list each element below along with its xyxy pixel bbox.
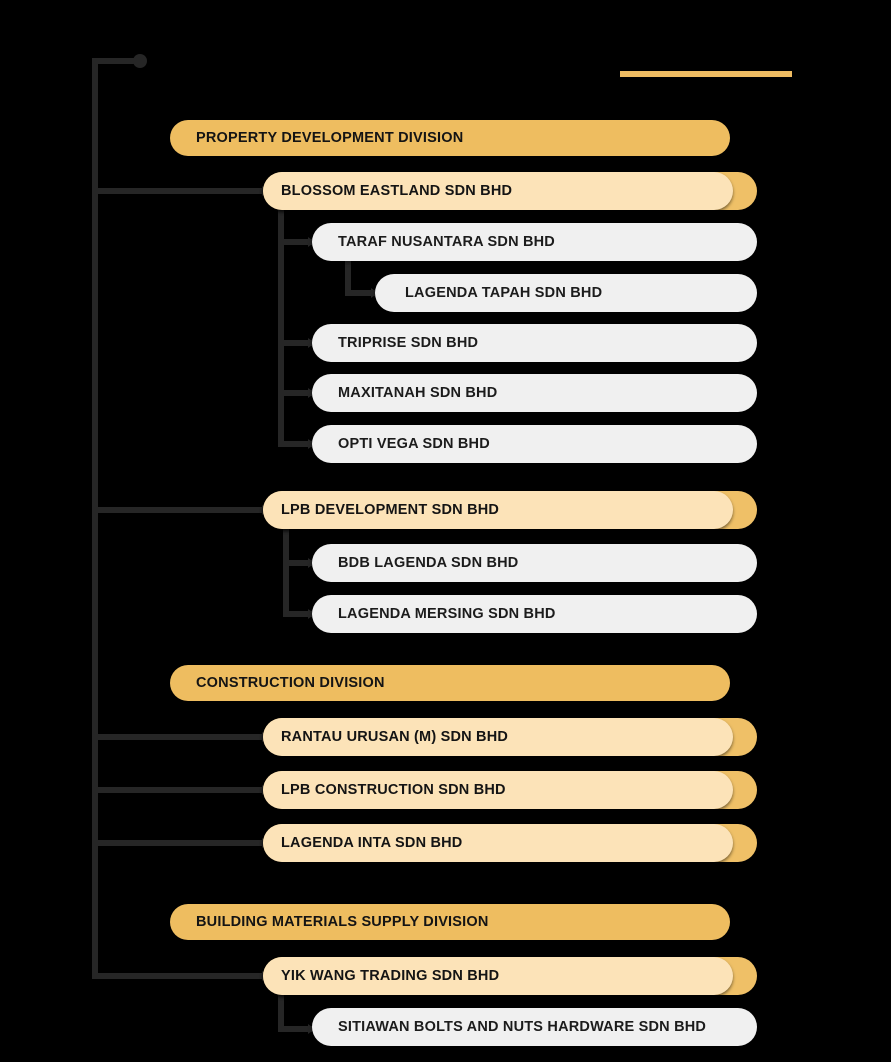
node-yik-wang-trading[interactable]: YIK WANG TRADING SDN BHD (263, 957, 733, 995)
node-lagenda-mersing[interactable]: LAGENDA MERSING SDN BHD (312, 595, 757, 633)
connector-triprise (278, 340, 312, 346)
subtrunk-lpb-development (283, 526, 289, 617)
connector-arrow-lagenda-mersing (308, 609, 315, 619)
node-triprise[interactable]: TRIPRISE SDN BHD (312, 324, 757, 362)
accent-bar (620, 71, 792, 77)
connector-rantau-urusan (92, 734, 267, 740)
node-building-materials-supply-division[interactable]: BUILDING MATERIALS SUPPLY DIVISION (170, 904, 730, 940)
node-label: SITIAWAN BOLTS AND NUTS HARDWARE SDN BHD (338, 1018, 707, 1035)
node-blossom-eastland[interactable]: BLOSSOM EASTLAND SDN BHD (263, 172, 733, 210)
node-label: LAGENDA MERSING SDN BHD (338, 605, 556, 622)
connector-arrow-lagenda-tapah (371, 288, 378, 298)
subtrunk-blossom-eastland (278, 207, 284, 447)
connector-arrow-sitiawan-bolts (308, 1024, 315, 1034)
node-label: RANTAU URUSAN (M) SDN BHD (281, 728, 509, 745)
node-lagenda-inta[interactable]: LAGENDA INTA SDN BHD (263, 824, 733, 862)
connector-lpb-construction (92, 787, 267, 793)
connector-arrow-opti-vega (308, 439, 315, 449)
node-opti-vega[interactable]: OPTI VEGA SDN BHD (312, 425, 757, 463)
node-label: YIK WANG TRADING SDN BHD (281, 967, 500, 984)
node-label: LPB CONSTRUCTION SDN BHD (281, 781, 506, 798)
node-label: TARAF NUSANTARA SDN BHD (338, 233, 555, 250)
connector-lagenda-inta (92, 840, 267, 846)
node-label: LAGENDA TAPAH SDN BHD (405, 284, 603, 301)
node-label: LAGENDA INTA SDN BHD (281, 834, 463, 851)
connector-arrow-taraf-nusantara (308, 237, 315, 247)
main-trunk (92, 58, 98, 979)
node-sitiawan-bolts-and-nuts[interactable]: SITIAWAN BOLTS AND NUTS HARDWARE SDN BHD (312, 1008, 757, 1046)
node-property-development-division[interactable]: PROPERTY DEVELOPMENT DIVISION (170, 120, 730, 156)
connector-sitiawan-bolts (278, 1026, 312, 1032)
node-construction-division[interactable]: CONSTRUCTION DIVISION (170, 665, 730, 701)
node-bdb-lagenda[interactable]: BDB LAGENDA SDN BHD (312, 544, 757, 582)
connector-lagenda-mersing (283, 611, 312, 617)
node-taraf-nusantara[interactable]: TARAF NUSANTARA SDN BHD (312, 223, 757, 261)
connector-blossom-eastland (92, 188, 267, 194)
node-label: MAXITANAH SDN BHD (338, 384, 498, 401)
node-label: BDB LAGENDA SDN BHD (338, 554, 519, 571)
connector-lpb-development (92, 507, 267, 513)
connector-arrow-bdb-lagenda (308, 558, 315, 568)
node-lagenda-tapah[interactable]: LAGENDA TAPAH SDN BHD (375, 274, 757, 312)
connector-yik-wang-trading (92, 973, 267, 979)
node-label: BLOSSOM EASTLAND SDN BHD (281, 182, 513, 199)
connector-taraf-nusantara (278, 239, 312, 245)
node-lpb-construction[interactable]: LPB CONSTRUCTION SDN BHD (263, 771, 733, 809)
node-rantau-urusan[interactable]: RANTAU URUSAN (M) SDN BHD (263, 718, 733, 756)
connector-arrow-maxitanah (308, 388, 315, 398)
node-maxitanah[interactable]: MAXITANAH SDN BHD (312, 374, 757, 412)
connector-arrow-triprise (308, 338, 315, 348)
root-stem (92, 58, 139, 64)
node-label: BUILDING MATERIALS SUPPLY DIVISION (196, 913, 489, 930)
connector-maxitanah (278, 390, 312, 396)
node-label: LPB DEVELOPMENT SDN BHD (281, 501, 500, 518)
node-label: TRIPRISE SDN BHD (338, 334, 479, 351)
connector-lagenda-tapah (345, 290, 375, 296)
subtrunk-yik-wang-trading (278, 992, 284, 1032)
node-label: CONSTRUCTION DIVISION (196, 674, 385, 691)
root-node-dot (133, 54, 147, 68)
subtrunk-taraf-nusantara (345, 258, 351, 296)
node-lpb-development[interactable]: LPB DEVELOPMENT SDN BHD (263, 491, 733, 529)
node-label: OPTI VEGA SDN BHD (338, 435, 490, 452)
connector-bdb-lagenda (283, 560, 312, 566)
node-label: PROPERTY DEVELOPMENT DIVISION (196, 129, 464, 146)
connector-opti-vega (278, 441, 312, 447)
